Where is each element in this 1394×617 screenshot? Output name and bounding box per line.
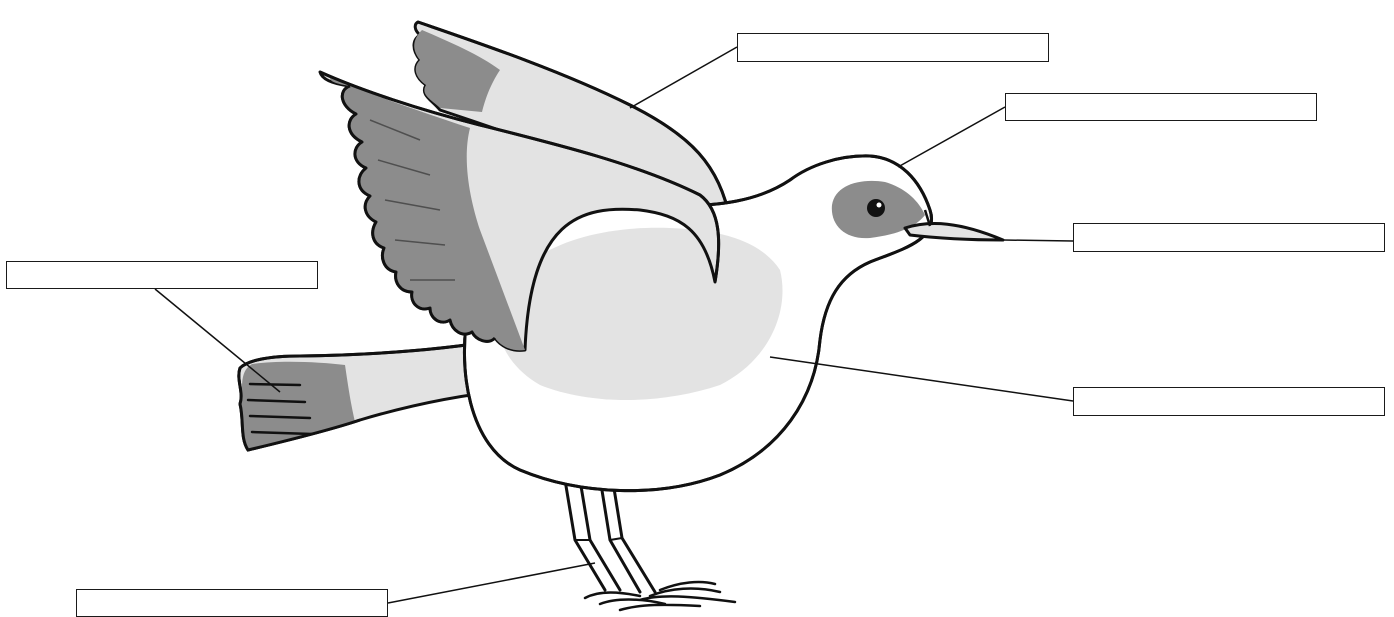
leader-line-tail [155,289,280,392]
label-box-head[interactable] [1005,93,1317,121]
label-box-body[interactable] [1073,387,1385,416]
eye-icon [867,199,885,217]
label-box-tail[interactable] [6,261,318,289]
leader-line-legs [388,563,595,603]
legs [565,476,735,610]
label-box-legs[interactable] [76,589,388,617]
leader-line-wing [630,47,737,108]
leader-line-head [898,107,1005,167]
label-box-beak[interactable] [1073,223,1385,252]
label-box-wing[interactable] [737,33,1049,62]
leader-line-beak [1003,240,1073,241]
leader-line-body [770,357,1073,401]
